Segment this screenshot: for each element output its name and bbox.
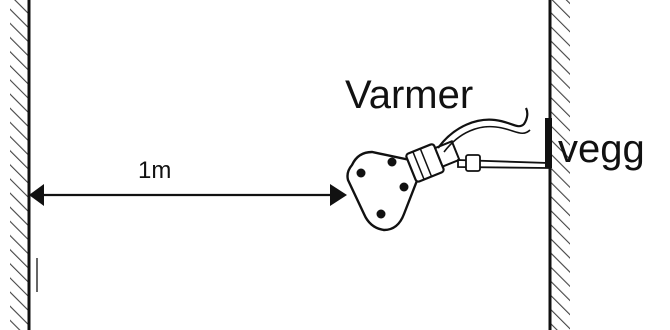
heater-connector [405,140,461,183]
heater-bolt-2 [387,157,397,167]
heater [346,107,552,232]
left-wall [10,0,38,330]
heater-bolt-3 [399,182,409,192]
heater-cable-inner [443,125,531,153]
distance-label: 1m [138,157,171,184]
right-wall-hatching [550,0,570,330]
distance-dimension [29,184,347,206]
heater-bolt-1 [356,168,366,178]
left-arrowhead [29,184,44,206]
right-arrowhead [330,184,347,206]
wall-bracket [545,118,552,168]
left-wall-hatching [10,0,28,330]
heater-cable-outer [437,107,529,149]
heater-head [346,150,420,232]
arm-clamp [465,154,481,172]
heater-bolt-4 [376,209,386,219]
heater-label: Varmer [345,73,473,117]
wall-label: vegg [558,127,645,171]
